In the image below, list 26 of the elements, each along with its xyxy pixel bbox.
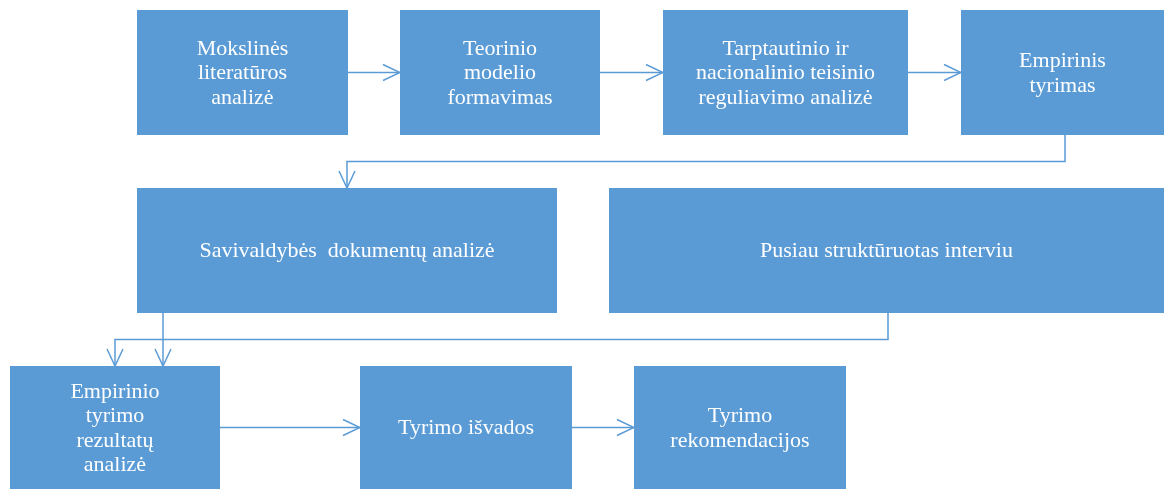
arrow xyxy=(219,418,361,437)
process-box xyxy=(137,10,348,135)
box-label: Teorinio modelio formavimas xyxy=(446,36,554,109)
box-label: Mokslinės literatūros analizė xyxy=(195,36,290,109)
arrow xyxy=(571,418,635,437)
box-label: Empirinis tyrimas xyxy=(1018,48,1107,97)
process-box xyxy=(400,10,600,135)
arrow xyxy=(347,63,401,82)
process-box xyxy=(137,188,557,313)
box-label: Tyrimo rekomendacijos xyxy=(669,403,811,452)
box-label: Tarptautinio ir nacionalinio teisinio reguliavimo analizė xyxy=(695,36,876,109)
arrow xyxy=(338,134,1066,189)
process-box xyxy=(634,366,846,489)
process-box xyxy=(360,366,572,489)
box-label: Tyrimo išvados xyxy=(398,415,534,440)
arrow xyxy=(154,312,172,367)
arrow xyxy=(907,63,962,82)
arrow xyxy=(599,63,664,82)
box-label: Savivaldybės dokumentų analizė xyxy=(199,238,495,263)
box-label: Empirinio tyrimo rezultatų analizė xyxy=(69,379,161,476)
process-box xyxy=(609,188,1164,313)
process-box xyxy=(10,366,220,489)
process-box xyxy=(663,10,908,135)
arrow xyxy=(106,312,889,367)
process-box xyxy=(961,10,1164,135)
box-label: Pusiau struktūruotas interviu xyxy=(760,238,1013,263)
